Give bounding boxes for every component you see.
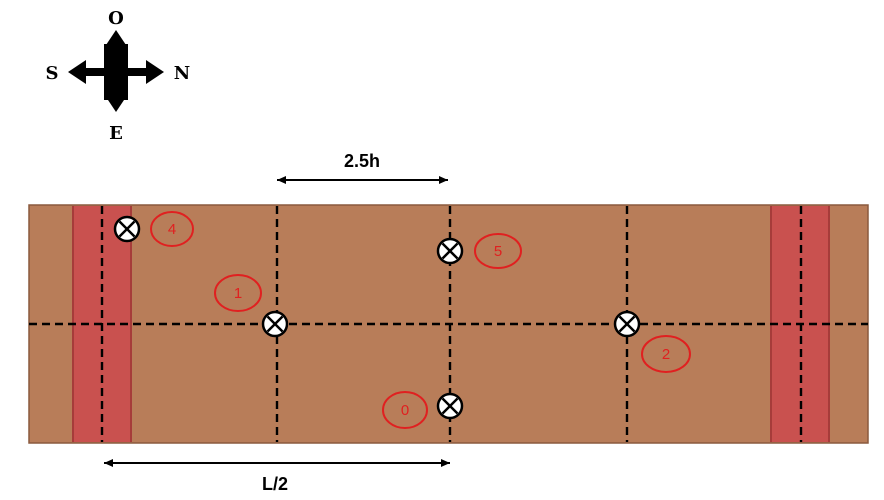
point-labels: 4 1 5 2 0 bbox=[150, 211, 691, 429]
compass-left-label: S bbox=[46, 63, 59, 84]
compass-right-label: N bbox=[174, 63, 190, 84]
svg-text:1: 1 bbox=[234, 285, 242, 302]
dimension-bottom-label: L/2 bbox=[262, 474, 288, 494]
dimension-top-label: 2.5h bbox=[344, 151, 380, 171]
point-label-0: 0 bbox=[382, 391, 428, 429]
point-2-marker-icon bbox=[613, 310, 641, 338]
compass-rose: O S N E bbox=[46, 8, 191, 144]
point-0-marker-icon bbox=[436, 392, 464, 420]
dimension-top: 2.5h bbox=[277, 151, 448, 184]
point-label-5: 5 bbox=[474, 233, 522, 269]
point-4-marker-icon bbox=[113, 215, 141, 243]
svg-text:5: 5 bbox=[494, 243, 502, 260]
point-5-marker-icon bbox=[436, 237, 464, 265]
point-label-2: 2 bbox=[641, 335, 691, 373]
compass-top-label: O bbox=[108, 8, 124, 29]
point-1-marker-icon bbox=[261, 310, 289, 338]
svg-text:4: 4 bbox=[168, 221, 176, 238]
point-label-4: 4 bbox=[150, 211, 194, 247]
measurement-points bbox=[113, 215, 641, 420]
compass-arrows-icon bbox=[68, 30, 164, 112]
svg-text:0: 0 bbox=[401, 402, 409, 419]
dimension-bottom: L/2 bbox=[104, 459, 450, 494]
svg-text:2: 2 bbox=[662, 346, 670, 363]
compass-bottom-label: E bbox=[109, 123, 123, 144]
point-label-1: 1 bbox=[214, 274, 262, 312]
